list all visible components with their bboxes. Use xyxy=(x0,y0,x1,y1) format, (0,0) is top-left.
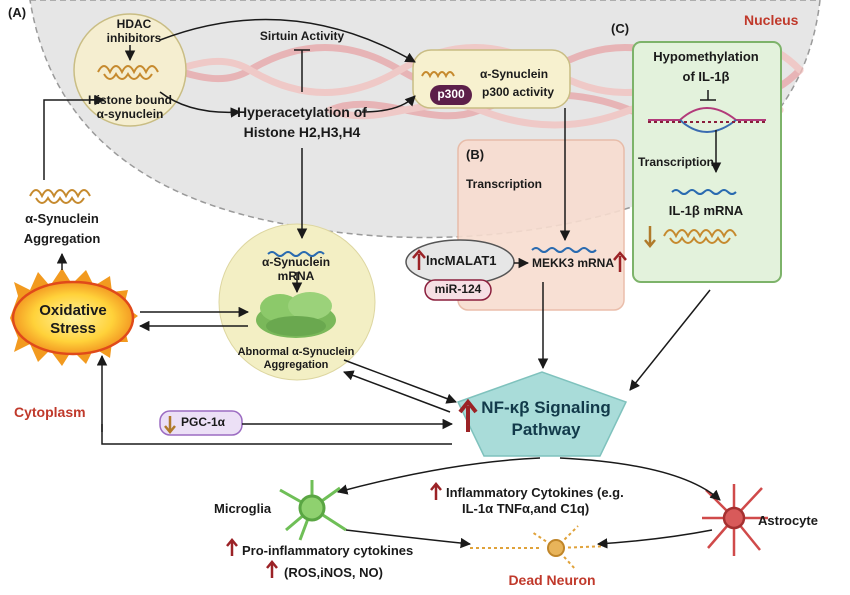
nucleus-label: Nucleus xyxy=(744,12,799,28)
microglia-text: Microglia xyxy=(214,501,272,516)
methylation-dna-icon xyxy=(648,107,766,133)
hdac-inhibitors-text: HDAC inhibitors xyxy=(106,17,162,45)
astrocyte-cell-icon xyxy=(702,484,768,556)
aggregate-blob xyxy=(256,292,336,338)
lncmalat1-text: lncMALAT1 xyxy=(426,253,497,268)
mekk3-text: MEKK3 mRNA xyxy=(532,256,615,270)
microglia-cell-icon xyxy=(279,480,347,541)
abnormal-aggregation-text-2: Aggregation xyxy=(263,359,329,371)
inflammatory-cytokines-text-1: Inflammatory Cytokines (e.g. xyxy=(446,485,624,500)
syn-aggregation-text-1: α-Synuclein xyxy=(25,211,99,226)
p300-badge-shape xyxy=(430,85,472,105)
hyperacetylation-text-2: Histone H2,H3,H4 xyxy=(243,124,361,140)
panel-c-label: (C) xyxy=(611,21,630,36)
inflammatory-cytokines-text-2: IL-1α TNFα,and C1q) xyxy=(462,501,590,516)
mir124-shape xyxy=(424,279,492,301)
il1b-mrna-text: IL-1β mRNA xyxy=(668,203,744,218)
hypomethylation-text-1: Hypomethylation xyxy=(653,49,759,64)
hypomethylation-text-2: of IL-1β xyxy=(682,69,730,84)
nfkb-shape xyxy=(456,371,628,457)
arrows xyxy=(43,18,722,549)
syn-mrna-text-1: α-Synuclein xyxy=(261,255,331,269)
sirtuin-activity-text: Sirtuin Activity xyxy=(259,29,345,43)
panel-c-transcription-text: Transcription xyxy=(638,155,715,169)
oxidative-stress-text-1: Oxidative xyxy=(39,302,107,319)
syn-aggregation-text-2: Aggregation xyxy=(23,231,101,246)
dead-neuron-icon xyxy=(470,525,611,571)
nfkb-text-1: NF-κβ Signaling xyxy=(481,398,611,417)
abnormal-aggregation-text-1: Abnormal α-Synuclein xyxy=(237,346,355,358)
p300-badge: p300 xyxy=(437,87,465,101)
il1b-coil-icon xyxy=(663,229,737,244)
pgc-text: PGC-1α xyxy=(181,415,226,429)
ros-text: (ROS,iNOS, NO) xyxy=(284,565,383,580)
alpha-synuclein-coil-icon xyxy=(97,65,159,80)
oxidative-stress-text-2: Stress xyxy=(50,320,96,337)
panel-c-box xyxy=(632,41,782,283)
panel-b-label: (B) xyxy=(466,147,485,162)
syn-mrna-text-2: mRNA xyxy=(277,269,315,283)
panel-b-transcription-text: Transcription xyxy=(466,177,543,191)
p300-coil-icon xyxy=(421,71,455,79)
nfkb-text-2: Pathway xyxy=(511,420,581,439)
histone-bound-text: Histone bound α-synuclein xyxy=(88,93,172,121)
regulation-arrows xyxy=(164,226,656,578)
mir124-text: miR-124 xyxy=(434,282,482,296)
dead-neuron-text: Dead Neuron xyxy=(508,572,596,588)
aggregation-coil-icon xyxy=(29,189,91,204)
p300-activity-text-1: α-Synuclein xyxy=(480,67,549,81)
mrna-wave-icons xyxy=(267,189,737,257)
panel-a-label: (A) xyxy=(8,5,27,20)
oxidative-stress-badge xyxy=(10,268,138,366)
p300-activity-text-2: p300 activity xyxy=(482,85,555,99)
hyperacetylation-text-1: Hyperacetylation of xyxy=(237,104,367,120)
proinflammatory-text: Pro-inflammatory cytokines xyxy=(242,543,414,558)
astrocyte-text: Astrocyte xyxy=(758,513,818,528)
pgc-shape xyxy=(159,410,243,436)
cytoplasm-label: Cytoplasm xyxy=(14,404,86,420)
